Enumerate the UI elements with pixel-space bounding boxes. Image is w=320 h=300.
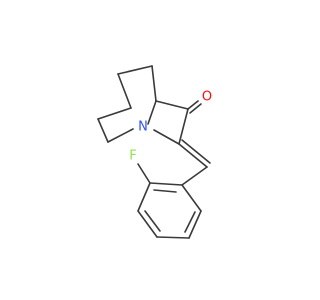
bond-c4-c5: [147, 100, 157, 125]
bond-methylidene-aryl: [181, 166, 208, 186]
bond-exocyclic-1: [178, 143, 208, 168]
structure-canvas: N O F: [97, 65, 213, 239]
bond-c-top-right: [151, 65, 157, 102]
bond-ring-4: [156, 236, 190, 239]
bond-n-c2: [153, 129, 180, 145]
bond-exocyclic-2: [181, 139, 211, 164]
atom-nitrogen: N: [138, 120, 148, 135]
bond-ring-inner-1: [153, 189, 177, 193]
bond-ring-inner-3: [184, 211, 196, 233]
bond-ring-6: [181, 184, 202, 212]
bond-ring-5: [188, 210, 202, 239]
bond-carbonyl-2: [189, 103, 202, 114]
bond-c2-c3: [178, 108, 189, 145]
bond-ring-2: [137, 182, 151, 212]
bond-c-f: [137, 163, 151, 184]
bond-c-top-left: [117, 65, 153, 75]
bond-left-back: [97, 107, 132, 120]
bond-ring-1: [149, 182, 183, 186]
atom-oxygen: O: [202, 90, 212, 105]
bond-bridge-back: [117, 73, 132, 109]
bond-c4-c3: [155, 100, 189, 110]
molecule-diagram: N O F: [97, 65, 212, 239]
bond-carbonyl-1: [187, 100, 199, 110]
bond-left-top: [97, 118, 109, 143]
bond-ring-inner-2: [144, 210, 161, 232]
atom-fluorine: F: [129, 149, 136, 164]
bond-left-bottom: [107, 128, 134, 143]
bond-ring-3: [137, 210, 158, 238]
